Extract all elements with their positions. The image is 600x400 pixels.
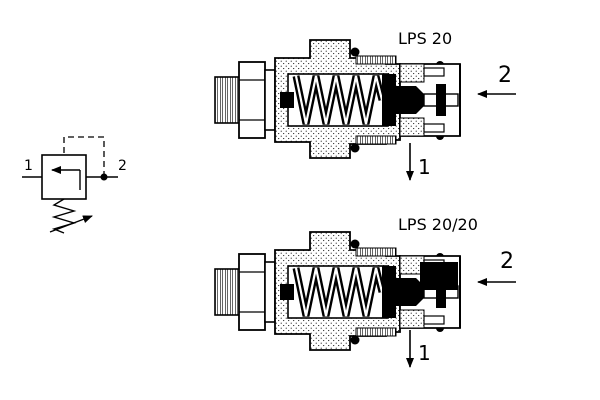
valve-lps-20-20-inlet-label: 2 bbox=[500, 249, 514, 274]
valve-lps-20-inlet-label: 2 bbox=[498, 63, 512, 88]
valve-lps-20-20-section bbox=[215, 232, 460, 350]
valve-lps-20-model-label: LPS 20 bbox=[398, 29, 452, 48]
relief-valve-symbol: 1 2 bbox=[22, 136, 127, 234]
symbol-port-2-label: 2 bbox=[118, 158, 127, 174]
symbol-pilot-line bbox=[63, 136, 105, 177]
valve-lps-20-outlet-label: 1 bbox=[418, 155, 431, 179]
symbol-adjust-arrow bbox=[49, 215, 93, 233]
valve-lps-20-20-seat-insert bbox=[420, 262, 458, 290]
valve-lps-20-20-model-label: LPS 20/20 bbox=[398, 215, 478, 234]
valve-lps-20-20-outlet-label: 1 bbox=[418, 341, 431, 365]
symbol-spring bbox=[51, 198, 77, 234]
valve-lps-20-20: LPS 20/20 2 1 bbox=[215, 215, 516, 368]
valve-lps-20-section bbox=[215, 40, 460, 158]
symbol-port-1-label: 1 bbox=[24, 158, 33, 174]
valve-lps-20: LPS 20 2 1 bbox=[215, 29, 516, 181]
